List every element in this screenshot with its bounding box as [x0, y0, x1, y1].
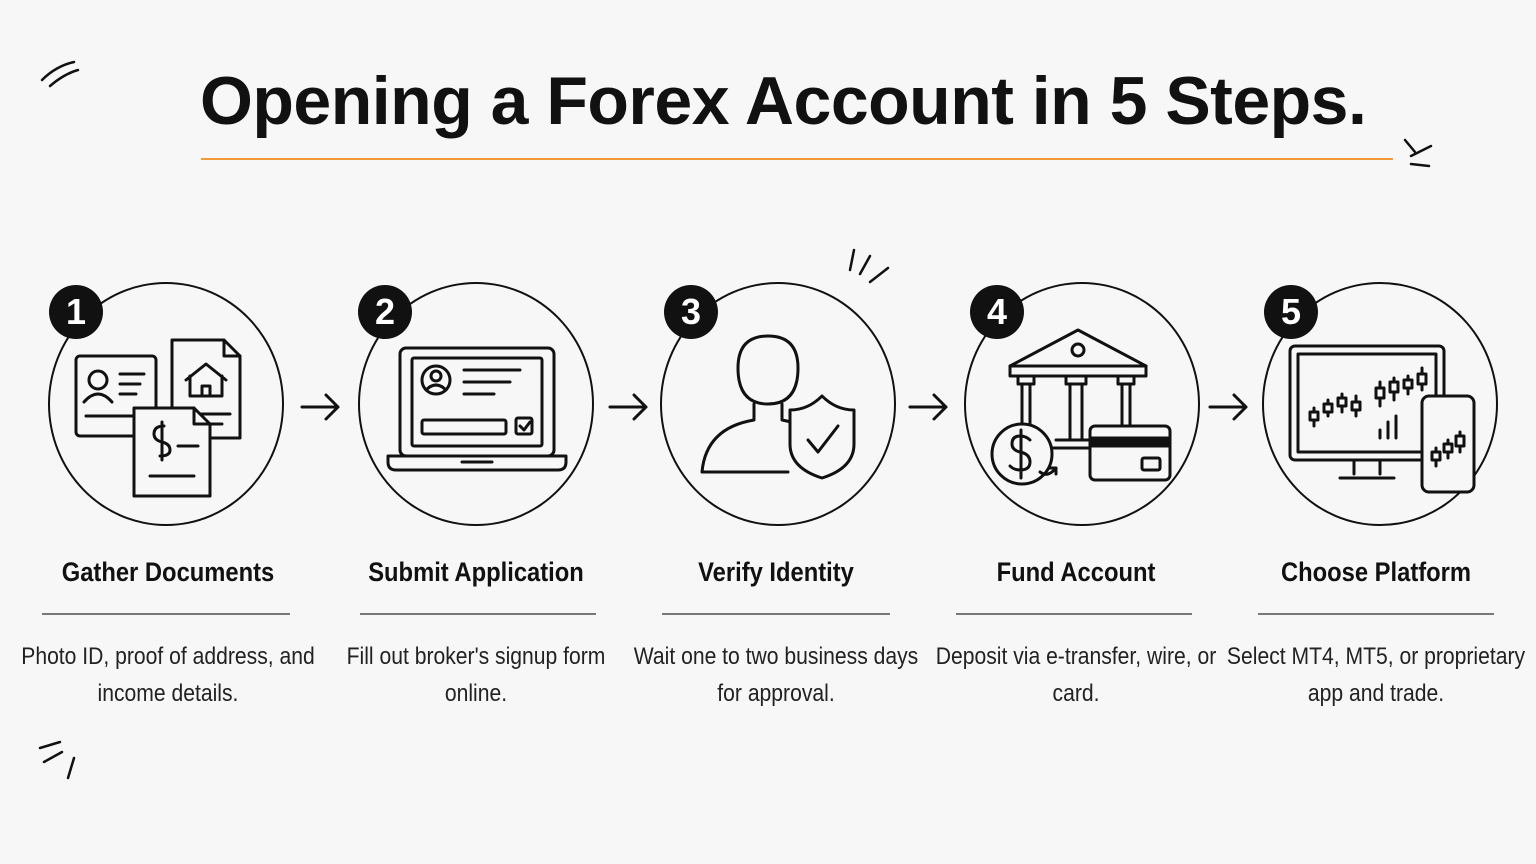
step-divider [662, 613, 890, 615]
spark-decoration-bottom-left [38, 740, 76, 780]
step-2: 2 Submit Application Fill out broker's s… [326, 282, 626, 752]
step-4: 4 Fund Account Deposit via e-transfer, w… [926, 282, 1226, 752]
bank-card-icon [990, 328, 1172, 486]
step-description: Wait one to two business days for approv… [633, 643, 919, 707]
spark-decoration-top-left [40, 60, 80, 88]
step-1: 1 Gather Documents Photo ID, proof of ad… [18, 282, 318, 752]
step-divider [42, 613, 290, 615]
spark-decoration-center [848, 248, 890, 284]
step-divider [360, 613, 596, 615]
user-shield-icon [700, 334, 856, 480]
arrow-right-icon [300, 393, 340, 421]
title-underline [201, 158, 1393, 160]
step-number-badge: 3 [664, 285, 718, 339]
step-description: Fill out broker's signup form online. [346, 643, 606, 707]
step-number-badge: 4 [970, 285, 1024, 339]
page-title: Opening a Forex Account in 5 Steps. [200, 63, 1367, 139]
arrow-right-icon [608, 393, 648, 421]
step-description: Deposit via e-transfer, wire, or card. [935, 643, 1217, 707]
step-divider [956, 613, 1192, 615]
step-title: Gather Documents [61, 557, 275, 587]
step-3: 3 Verify Identity Wait one to two busine… [626, 282, 926, 752]
step-title: Fund Account [996, 557, 1156, 587]
step-number-badge: 5 [1264, 285, 1318, 339]
step-title: Verify Identity [698, 557, 854, 587]
step-title: Submit Application [368, 557, 584, 587]
spark-decoration-top-right [1403, 138, 1433, 168]
arrow-right-icon [1208, 393, 1248, 421]
step-number-badge: 2 [358, 285, 412, 339]
step-title: Choose Platform [1280, 557, 1472, 587]
arrow-right-icon [908, 393, 948, 421]
step-divider [1258, 613, 1494, 615]
laptop-form-icon [386, 346, 568, 472]
step-description: Select MT4, MT5, or proprietary app and … [1226, 643, 1526, 707]
step-number-badge: 1 [49, 285, 103, 339]
trading-platform-icon [1288, 344, 1476, 494]
documents-icon [74, 338, 242, 498]
step-5: 5 Choose Platform Select MT4, MT5, or pr… [1226, 282, 1526, 752]
step-description: Photo ID, proof of address, and income d… [21, 643, 315, 707]
